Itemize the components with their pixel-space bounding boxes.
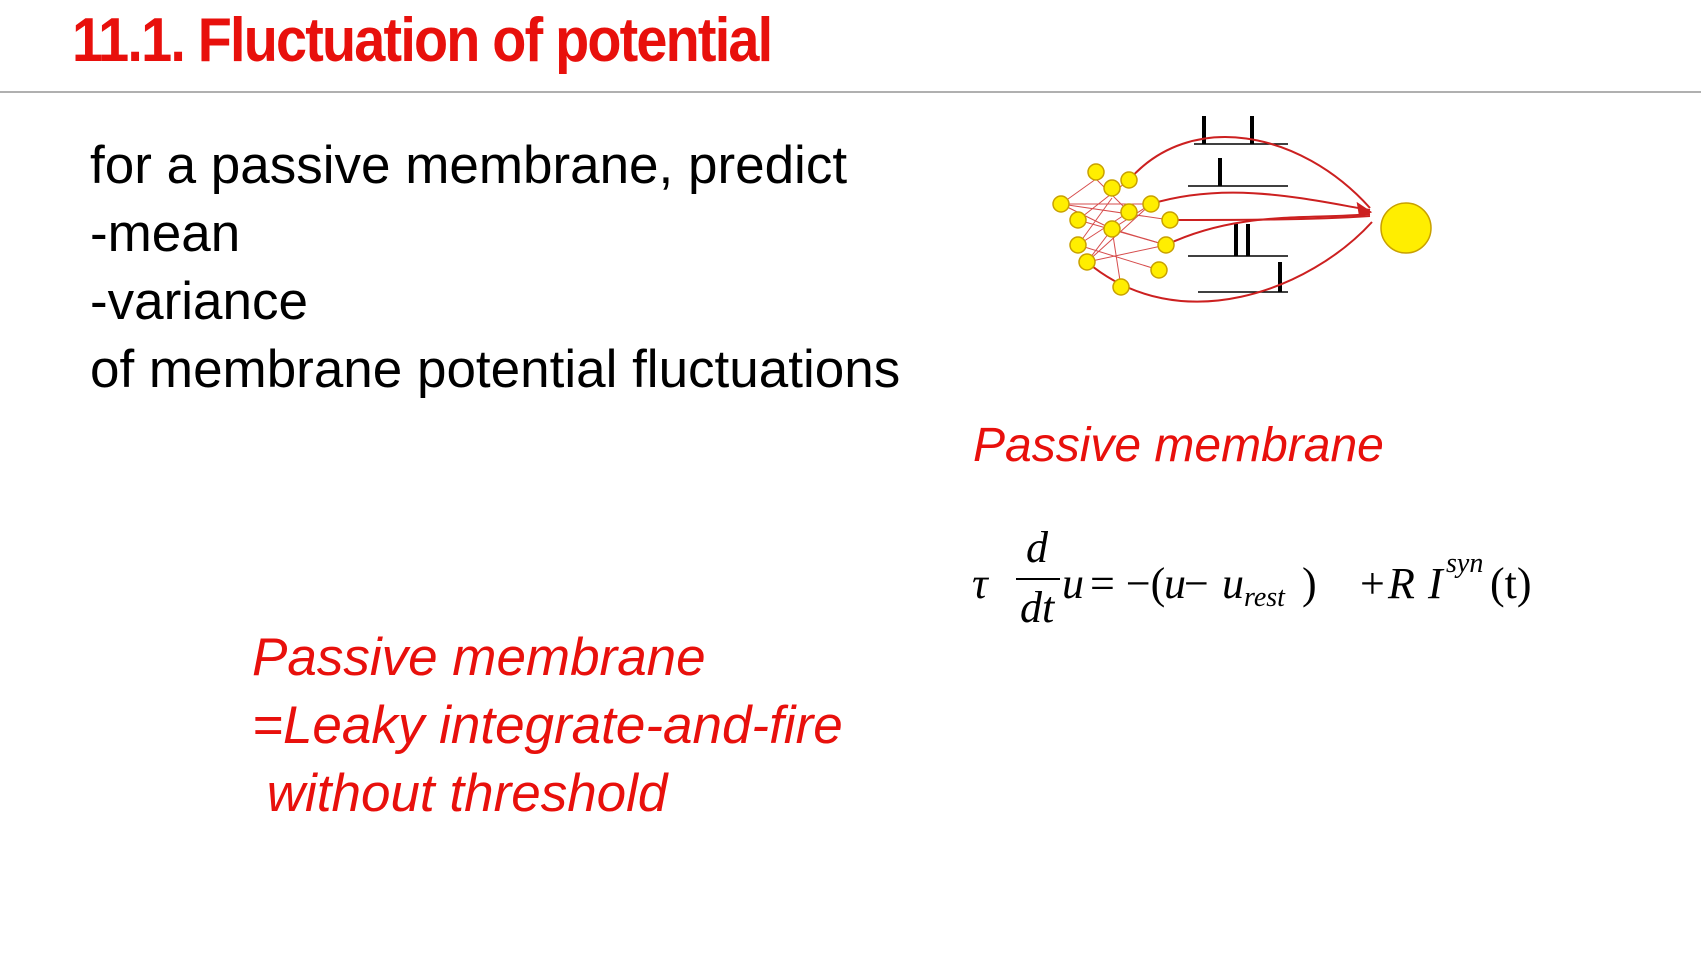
note-line: without threshold bbox=[252, 764, 668, 823]
eq-dt: dt bbox=[1020, 583, 1055, 632]
eq-rest-subscript: rest bbox=[1244, 582, 1285, 613]
eq-plus: + bbox=[1360, 559, 1385, 608]
bullet-list: for a passive membrane, predict -mean -v… bbox=[90, 132, 900, 404]
eq-fraction-bar bbox=[1016, 578, 1060, 580]
eq-syn-superscript: syn bbox=[1446, 548, 1484, 579]
network-diagram bbox=[1052, 116, 1432, 303]
bullet-line: -variance bbox=[90, 272, 308, 331]
input-neurons bbox=[1052, 163, 1179, 296]
eq-u-inner: u bbox=[1164, 559, 1186, 608]
eq-u-rest: u bbox=[1222, 559, 1244, 608]
eq-t-argument: (t) bbox=[1490, 559, 1532, 608]
eq-equals-minus: = −( bbox=[1090, 559, 1166, 608]
eq-close-paren: ) bbox=[1302, 559, 1317, 608]
eq-tau: τ bbox=[972, 559, 988, 608]
eq-u: u bbox=[1062, 559, 1084, 608]
spike-train-2 bbox=[1188, 158, 1288, 187]
output-neuron bbox=[1380, 202, 1432, 254]
bullet-line: -mean bbox=[90, 204, 241, 263]
definition-note: Passive membrane =Leaky integrate-and-fi… bbox=[252, 624, 843, 828]
membrane-equation: τ d dt u = −( u − u rest ) + R I syn (t) bbox=[968, 520, 1548, 640]
eq-d: d bbox=[1026, 523, 1048, 572]
title-divider bbox=[0, 91, 1701, 93]
note-line: =Leaky integrate-and-fire bbox=[252, 696, 843, 755]
bullet-line: of membrane potential fluctuations bbox=[90, 340, 901, 399]
slide-title: 11.1. Fluctuation of potential bbox=[72, 6, 773, 75]
spike-train-1 bbox=[1194, 116, 1288, 145]
passive-membrane-heading: Passive membrane bbox=[973, 419, 1384, 472]
spike-trains bbox=[1188, 116, 1288, 293]
spike-train-4 bbox=[1198, 262, 1288, 293]
eq-minus: − bbox=[1184, 559, 1209, 608]
eq-R: R bbox=[1388, 559, 1415, 608]
eq-I: I bbox=[1428, 559, 1443, 608]
note-line: Passive membrane bbox=[252, 628, 706, 687]
bullet-line: for a passive membrane, predict bbox=[90, 136, 848, 195]
spike-train-3 bbox=[1188, 224, 1288, 257]
